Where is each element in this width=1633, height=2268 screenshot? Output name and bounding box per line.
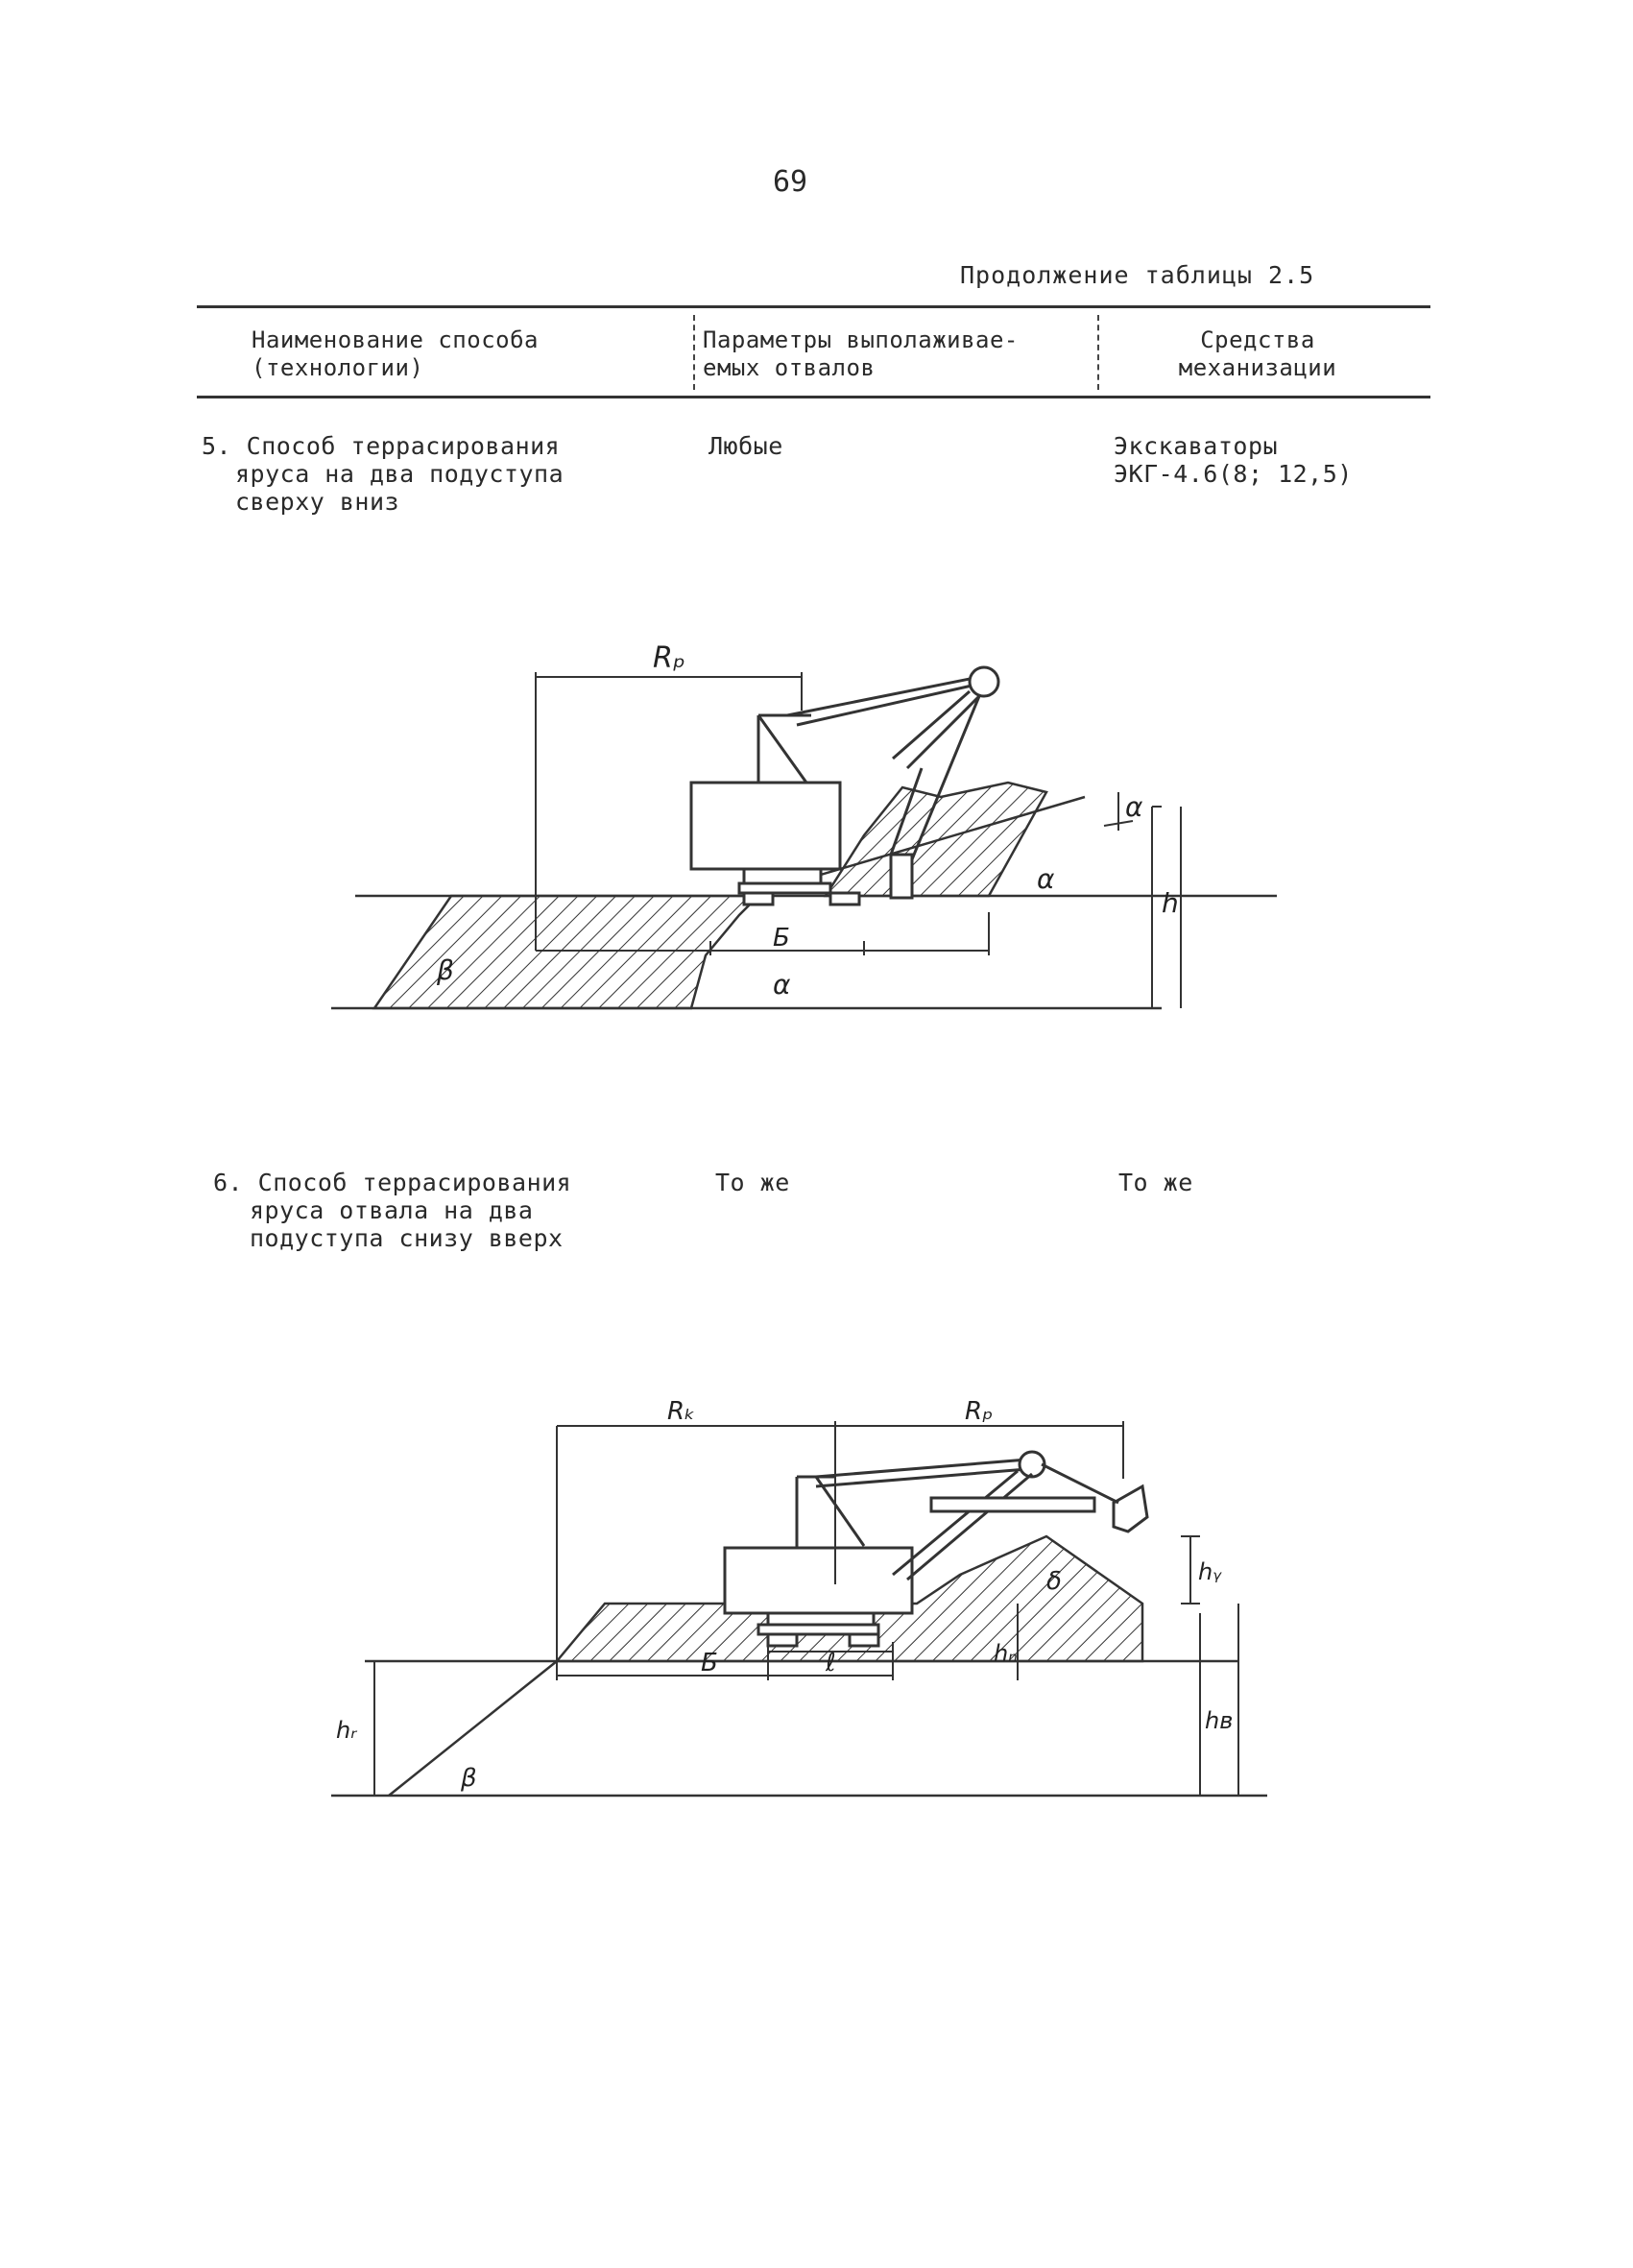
header-method: Наименование способа (технологии): [252, 326, 539, 381]
row5-parameters: Любые: [708, 432, 783, 460]
label-b: Б: [701, 1649, 718, 1677]
label-hb: hв: [1205, 1707, 1233, 1734]
label-alpha-bottom: α: [773, 969, 791, 1001]
figure-terracing-bottom-up: Rₖ Rₚ δ hᵧ Б ℓ hₙ hв hᵣ β: [331, 1397, 1267, 1798]
label-l: ℓ: [825, 1649, 836, 1677]
page-number: 69: [773, 165, 808, 199]
label-alpha-top: α: [1125, 791, 1143, 823]
label-b: Б: [773, 924, 790, 953]
slope-line: [388, 1660, 558, 1797]
header-equipment: Средства механизации: [1178, 326, 1337, 381]
header-divider-1: [693, 315, 695, 390]
header-parameters: Параметры выполаживае- емых отвалов: [703, 326, 1019, 381]
table-top-rule: [197, 305, 1430, 308]
label-beta: β: [436, 954, 454, 986]
label-h: h: [1162, 887, 1179, 919]
label-beta: β: [460, 1764, 477, 1793]
row6-parameters: То же: [715, 1169, 790, 1196]
row6-method: 6. Способ террасирования яруса отвала на…: [213, 1169, 572, 1252]
label-rp: Rₚ: [653, 641, 685, 675]
label-hy: hᵧ: [1198, 1558, 1222, 1585]
row6-equipment: То же: [1118, 1169, 1193, 1196]
excavator-1: [689, 665, 1000, 906]
upper-bench-hatch: [823, 781, 1048, 898]
berm-hatch: [554, 1534, 1144, 1663]
label-hn: hₙ: [994, 1640, 1018, 1667]
label-hr: hᵣ: [336, 1717, 357, 1744]
label-rk: Rₖ: [667, 1397, 695, 1426]
row5-method: 5. Способ террасирования яруса на два по…: [202, 432, 564, 516]
label-delta: δ: [1046, 1567, 1062, 1596]
header-divider-2: [1097, 315, 1099, 390]
label-alpha-right: α: [1037, 863, 1055, 895]
lower-bench-hatch: [372, 894, 762, 1010]
row5-equipment: Экскаваторы ЭКГ-4.6(8; 12,5): [1114, 432, 1353, 488]
figure-terracing-top-down: Rₚ α α Б β α h: [331, 641, 1277, 1010]
table-continuation-caption: Продолжение таблицы 2.5: [960, 261, 1315, 289]
label-rp: Rₚ: [965, 1397, 993, 1426]
table-header-bottom-rule: [197, 396, 1430, 398]
excavator-2: [723, 1450, 1149, 1648]
